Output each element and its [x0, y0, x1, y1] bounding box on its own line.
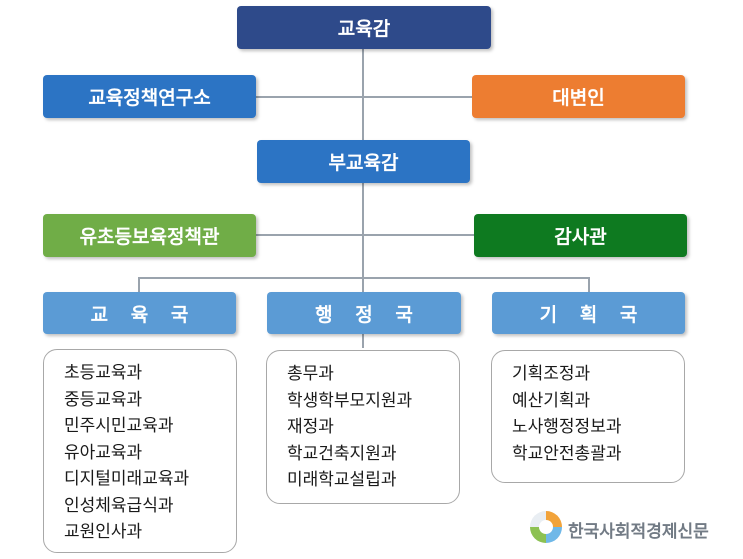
list-item: 학생학부모지원과 [287, 390, 413, 411]
planning-bureau-divisions: 기획조정과 예산기획과 노사행정정보과 학교안전총괄과 [491, 350, 685, 483]
list-item: 학교건축지원과 [287, 443, 397, 464]
list-item: 민주시민교육과 [64, 416, 174, 436]
education-bureau-box: 교 육 국 [43, 292, 236, 334]
list-item: 기획조정과 [512, 364, 591, 384]
newspaper-logo-icon [530, 511, 562, 543]
main-vertical-line [362, 48, 364, 348]
audit-officer-box: 감사관 [474, 214, 687, 257]
early-childhood-policy-officer-box: 유초등보육정책관 [43, 214, 256, 257]
list-item: 예산기획과 [512, 390, 591, 411]
education-policy-institute-box: 교육정책연구소 [43, 75, 256, 118]
planning-bureau-box: 기 획 국 [492, 292, 685, 334]
administration-bureau-box: 행 정 국 [267, 292, 461, 334]
bureau-name: 교 육 국 [90, 303, 197, 326]
list-item: 교원인사과 [64, 522, 143, 542]
bureau-right-drop [588, 277, 590, 293]
bureau-left-drop [138, 277, 140, 293]
list-item: 재정과 [287, 417, 334, 437]
row2-horizontal-line [256, 234, 474, 236]
list-item: 미래학교설립과 [287, 470, 397, 490]
bureau-name: 기 획 국 [539, 303, 646, 326]
spokesperson-box: 대변인 [472, 75, 685, 118]
education-bureau-divisions: 초등교육과 중등교육과 민주시민교육과 유아교육과 디지털미래교육과 인성체육급… [43, 349, 237, 553]
list-item: 초등교육과 [64, 363, 143, 383]
bureau-name: 행 정 국 [315, 303, 421, 326]
list-item: 총무과 [287, 364, 334, 384]
list-item: 유아교육과 [64, 442, 143, 463]
bureau-horizontal-line [138, 277, 590, 279]
list-item: 중등교육과 [64, 389, 143, 410]
newspaper-name: 한국사회적경제신문 [568, 522, 709, 542]
row1-horizontal-line [256, 96, 472, 98]
administration-bureau-divisions: 총무과 학생학부모지원과 재정과 학교건축지원과 미래학교설립과 [266, 350, 460, 504]
list-item: 학교안전총괄과 [512, 443, 622, 464]
list-item: 디지털미래교육과 [64, 469, 190, 489]
newspaper-watermark: 한국사회적경제신문 [528, 507, 733, 547]
deputy-superintendent-box: 부교육감 [257, 140, 470, 183]
superintendent-box: 교육감 [237, 6, 491, 49]
list-item: 인성체육급식과 [64, 495, 174, 516]
list-item: 노사행정정보과 [512, 417, 622, 437]
